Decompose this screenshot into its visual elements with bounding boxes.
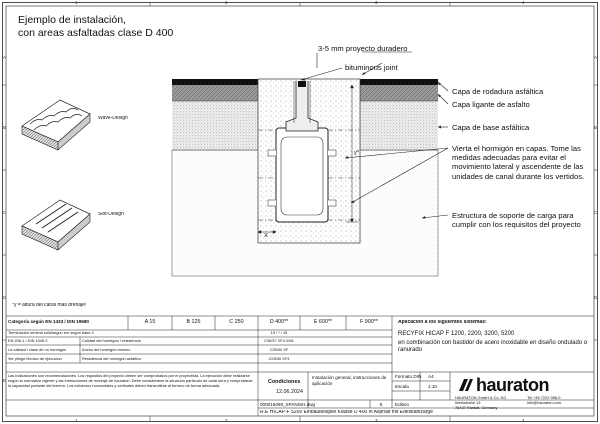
date: 12.06.2024 <box>276 389 303 395</box>
drawing-bottom-line: R.E HICAP-F 5200 Einbaubeispiel Klasse D… <box>260 410 433 415</box>
frame-letter: A <box>594 55 598 60</box>
spec-row-label: Terminación mínima sólo/según en/ según … <box>8 331 94 335</box>
drawing-title-line1: Ejemplo de instalación, <box>18 14 126 26</box>
drawing-number: 000015098_SPANISH.dwg <box>260 402 316 407</box>
concrete-pour-note: Vierta el hormigón en capas. Tome las me… <box>452 144 585 181</box>
class-e600: E 600** <box>313 319 333 325</box>
frame-letter: C <box>3 210 7 215</box>
format-label: Formato DIN <box>395 374 422 379</box>
binder-course-callout: Capa ligante de asfalto <box>452 100 530 109</box>
dimension-x-label: X <box>264 233 268 239</box>
spec-row-label: Ancho del hormigón mínimo <box>82 348 131 352</box>
scale-label: Escala <box>395 384 409 389</box>
product-description: en combinación con bastidor de acero ino… <box>398 340 588 354</box>
frame-letter: D <box>3 295 7 300</box>
hauraton-logo: hauraton <box>458 375 592 395</box>
wearing-course-callout: Capa de rodadura asfáltica <box>452 87 544 96</box>
footnote: *y = altura del canal más drenaje! <box>12 303 87 308</box>
product-line: RECYFIX HICAP F 1200, 2200, 3200, 5200 <box>398 331 515 337</box>
frame-letter: B <box>594 125 598 130</box>
install-note: Instalación general, instrucciones de ap… <box>312 375 387 386</box>
spec-row-value: C25/30 XF4 <box>268 357 290 361</box>
frame-letter: 1 <box>75 0 78 5</box>
conditions-label: Condiciones <box>268 379 301 385</box>
class-c250: C 250 <box>229 319 244 325</box>
edition-label: Edition <box>395 402 410 407</box>
frame-letter: B <box>3 125 7 130</box>
frame-letter: 3 <box>375 418 378 423</box>
drawing-title-line2: con areas asfaltadas clase D 400 <box>18 27 174 39</box>
frame-letter: A <box>3 55 7 60</box>
class-d400: D 400** <box>269 319 289 325</box>
class-header: Categoría según EN 1433 / DIN 19580 <box>8 319 89 324</box>
scale-value: 1:10 <box>428 384 437 389</box>
contact-line: Tel +49 7222 958-0 <box>527 396 561 400</box>
class-b125: B 125 <box>186 319 201 325</box>
company-line: Werkstraße 13 <box>455 401 481 405</box>
frame-letter: 2 <box>225 418 228 423</box>
spec-row-label: Calidad del hormigón / resistencia <box>82 339 141 343</box>
slot-design-label: Slot-Design <box>98 212 124 217</box>
disclaimer: Las indicaciones son recomendaciones. Lo… <box>8 374 253 388</box>
frame-letter: 4 <box>522 418 525 423</box>
spec-row-value: 15 / * / 15 <box>270 331 288 335</box>
support-structure-note: Estructura de soporte de carga para cump… <box>452 211 581 230</box>
spec-row-value: C30/37 XF4 XM1 <box>264 339 294 343</box>
company-line: 76437 Rastatt, Germany <box>455 406 498 410</box>
spec-row-extra: Ver pliego técnico de ejecución <box>8 357 62 361</box>
frame-letter: 3 <box>375 0 378 5</box>
spec-row-value: C25/30 XF <box>269 348 289 352</box>
logo-mark-icon <box>459 379 473 391</box>
joint-width-callout: 3-5 mm proyecto duradero <box>318 44 408 53</box>
format-value: A4 <box>428 374 434 379</box>
slot-design-thumbnail <box>21 199 91 251</box>
spec-row-label: Resistencia del hormigón asfáltico <box>82 357 142 361</box>
class-f900: F 900** <box>360 319 378 325</box>
frame-letter: 4 <box>522 0 525 5</box>
frame-letter: D <box>594 295 598 300</box>
frame-letter: E <box>3 378 7 383</box>
frame-letter: 2 <box>225 0 228 5</box>
application-header: Aplicación a los siguientes sistemas: <box>398 320 487 325</box>
frame-letter: C <box>594 210 598 215</box>
frame-letter: 1 <box>75 418 78 423</box>
bituminous-joint-callout: bituminous joint <box>345 63 398 72</box>
wave-design-thumbnail <box>21 99 91 151</box>
base-course-callout: Capa de base asfáltica <box>452 123 530 132</box>
contact-line: info@hauraton.com <box>527 401 562 405</box>
sheet-number: 5 <box>379 402 383 407</box>
dimension-y-label: y* <box>354 150 360 156</box>
logo-wordmark: hauraton <box>476 374 550 395</box>
spec-row-extra: La calidad / clase de un hormigón <box>8 348 67 352</box>
spec-row-extra: EN 206-1 / DIN 1045-2 <box>8 339 48 343</box>
class-a15: A 15 <box>144 319 156 325</box>
company-line: HAURATON GmbH & Co. KG <box>455 396 507 400</box>
wave-design-label: Wave-Design <box>98 116 128 121</box>
